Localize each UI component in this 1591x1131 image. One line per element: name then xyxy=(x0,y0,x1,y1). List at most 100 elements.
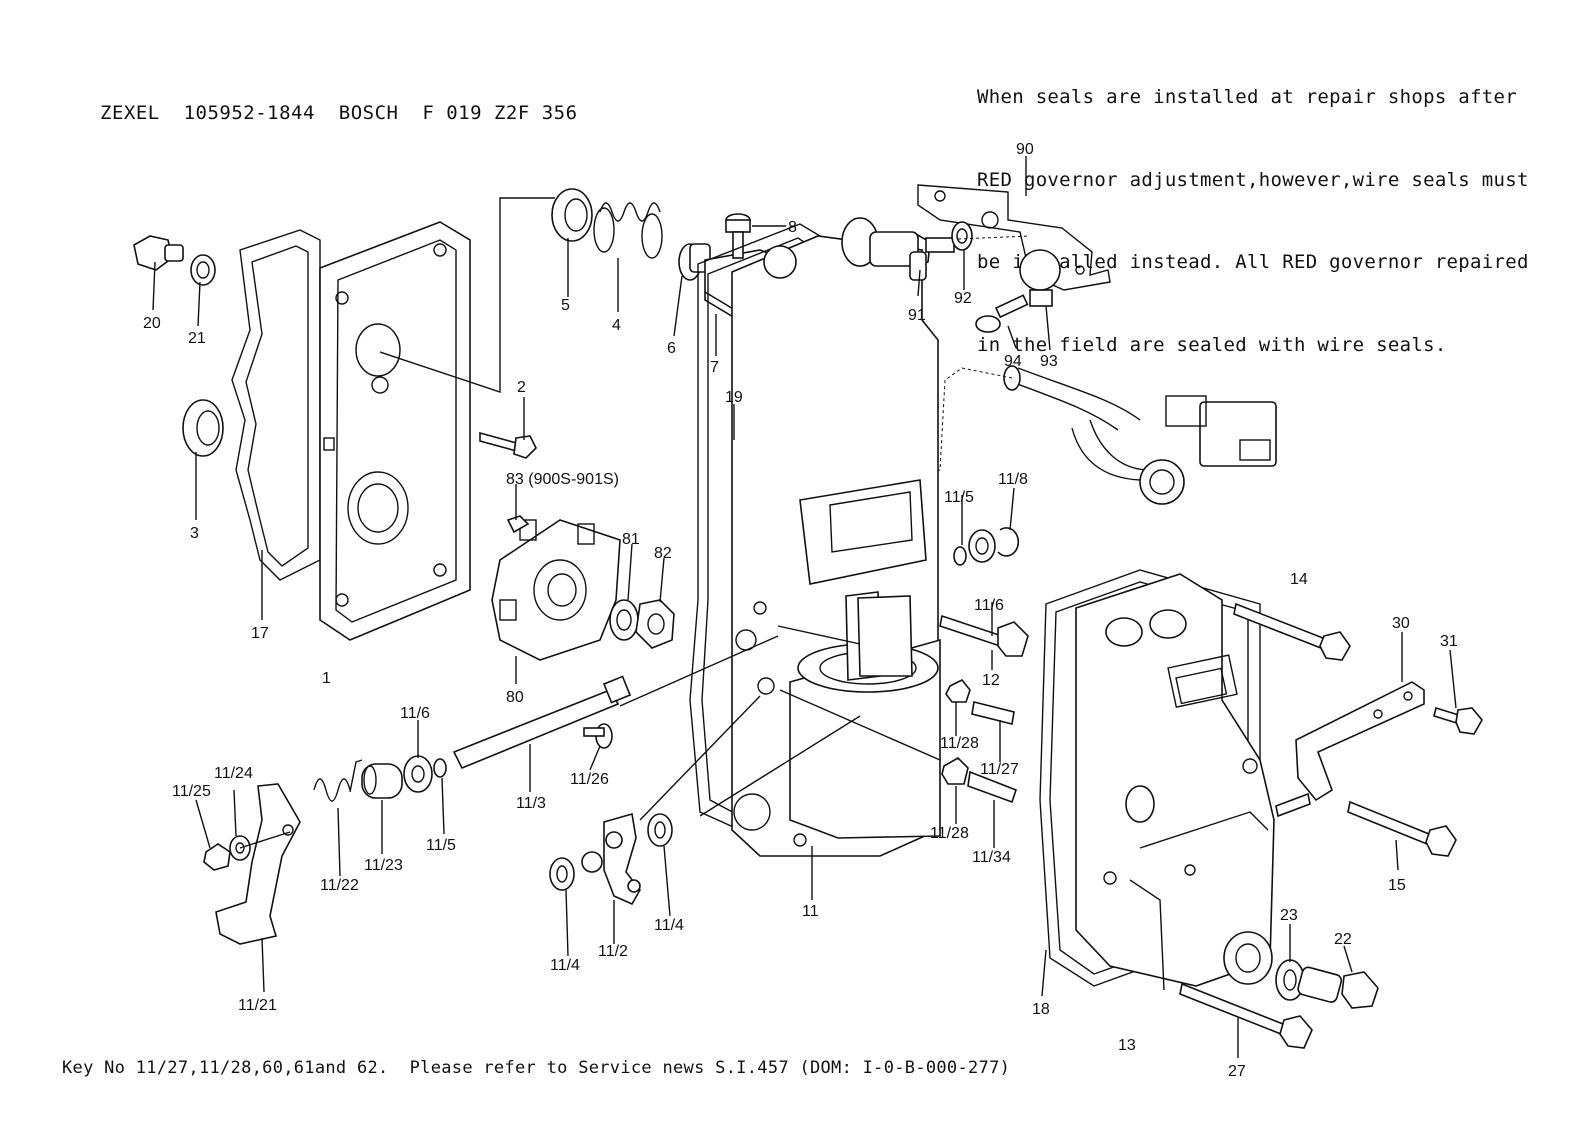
label-7: 7 xyxy=(710,359,719,376)
nut-11-28-lower xyxy=(941,757,969,785)
label-5: 5 xyxy=(561,297,570,314)
seal-3 xyxy=(182,399,224,457)
label-6: 6 xyxy=(667,340,676,357)
label-30: 30 xyxy=(1392,615,1410,632)
spring-11-22 xyxy=(313,759,363,802)
label-23: 23 xyxy=(1280,907,1298,924)
label-11-28-lower: 11/28 xyxy=(930,825,969,842)
label-11: 11 xyxy=(802,903,819,920)
label-2: 2 xyxy=(517,379,526,396)
label-11-5-lower: 11/5 xyxy=(426,837,456,854)
label-93: 93 xyxy=(1040,353,1058,370)
label-90: 90 xyxy=(1016,141,1034,158)
bracket-30 xyxy=(1295,681,1425,802)
label-11-21: 11/21 xyxy=(238,997,277,1014)
nut-11-28-upper xyxy=(945,678,971,703)
bolt-12 xyxy=(939,614,1029,657)
label-81: 81 xyxy=(622,531,640,548)
label-11-24: 11/24 xyxy=(214,765,253,782)
label-15: 15 xyxy=(1388,877,1406,894)
label-11-23: 11/23 xyxy=(364,857,403,874)
key-83 xyxy=(506,515,530,534)
label-1: 1 xyxy=(322,670,331,687)
label-92: 92 xyxy=(954,290,972,307)
gasket-17 xyxy=(231,229,321,581)
housing-cover-1 xyxy=(319,221,471,641)
label-27: 27 xyxy=(1228,1063,1246,1080)
label-21: 21 xyxy=(188,330,206,347)
wire-harness xyxy=(1003,365,1277,505)
seal-5 xyxy=(551,188,593,242)
label-12: 12 xyxy=(982,672,1000,689)
bushing-11-23 xyxy=(361,763,403,799)
label-8: 8 xyxy=(788,219,797,236)
label-20: 20 xyxy=(143,315,161,332)
cup-6 xyxy=(678,243,711,281)
label-80: 80 xyxy=(506,689,524,706)
screw-11-26 xyxy=(583,723,613,749)
o-ring-11-5-upper xyxy=(953,546,967,566)
label-31: 31 xyxy=(1440,633,1458,650)
model-header: ZEXEL 105952-1844 BOSCH F 019 Z2F 356 xyxy=(100,102,578,124)
label-11-3: 11/3 xyxy=(516,795,546,812)
screw-8 xyxy=(725,213,751,259)
plug-20 xyxy=(133,235,184,271)
label-83: 83 (900S-901S) xyxy=(506,471,619,488)
label-11-34: 11/34 xyxy=(972,849,1011,866)
bolt-2 xyxy=(479,431,537,459)
label-11-4-left: 11/4 xyxy=(550,957,580,974)
nut-11-25 xyxy=(203,843,231,871)
part-labels: 1 2 3 4 5 6 7 8 11 11/2 11/3 11/4 11/4 1… xyxy=(143,141,1458,1080)
o-ring-11-5-lower xyxy=(433,758,447,778)
footer-note: Key No 11/27,11/28,60,61and 62. Please r… xyxy=(62,1058,1011,1078)
washer-11-6-lower xyxy=(403,755,433,793)
label-82: 82 xyxy=(654,545,672,562)
bracket-90 xyxy=(917,184,1111,291)
label-11-26: 11/26 xyxy=(570,771,609,788)
shaft-11-3 xyxy=(452,675,632,770)
label-11-27: 11/27 xyxy=(980,761,1019,778)
bolt-14 xyxy=(1233,602,1351,661)
seal-note: When seals are installed at repair shops… xyxy=(977,29,1529,387)
label-94: 94 xyxy=(1004,353,1022,370)
clamp-93 xyxy=(1019,249,1061,307)
label-22: 22 xyxy=(1334,931,1352,948)
stud-11-34 xyxy=(967,770,1017,804)
label-91: 91 xyxy=(908,307,926,324)
label-11-28-upper: 11/28 xyxy=(940,735,979,752)
screw-94 xyxy=(975,294,1029,333)
label-14: 14 xyxy=(1290,571,1308,588)
bolt-31 xyxy=(1433,706,1483,735)
seal-note-line: in the field are sealed with wire seals. xyxy=(977,333,1447,356)
spring-4 xyxy=(593,202,663,259)
washer-11-8 xyxy=(968,527,1020,563)
bolt-15 xyxy=(1347,800,1457,857)
cover-13 xyxy=(1075,573,1275,987)
label-17: 17 xyxy=(251,625,269,642)
governor-housing-11 xyxy=(731,217,941,857)
bolt-27 xyxy=(1179,982,1313,1049)
label-11-22: 11/22 xyxy=(320,877,359,894)
label-11-8: 11/8 xyxy=(998,471,1028,488)
washer-11-4-right xyxy=(647,813,673,847)
seal-note-line: When seals are installed at repair shops… xyxy=(977,86,1517,108)
nut-82 xyxy=(635,599,675,649)
plug-22 xyxy=(1297,966,1379,1009)
label-11-6-upper: 11/6 xyxy=(974,597,1004,614)
washer-11-4-left xyxy=(549,857,575,891)
washer-92 xyxy=(951,221,973,251)
seal-note-line: RED governor adjustment,however,wire sea… xyxy=(977,168,1529,191)
label-3: 3 xyxy=(190,525,199,542)
lever-11-2 xyxy=(581,812,641,906)
washer-81 xyxy=(609,599,639,641)
lever-11-21 xyxy=(215,783,301,945)
label-11-2: 11/2 xyxy=(598,943,628,960)
label-11-4-right: 11/4 xyxy=(654,917,684,934)
washer-21 xyxy=(190,254,216,286)
label-11-25: 11/25 xyxy=(172,783,211,800)
stud-11-27 xyxy=(971,701,1015,725)
label-11-6-lower: 11/6 xyxy=(400,705,430,722)
label-13: 13 xyxy=(1118,1037,1136,1054)
leader-lines xyxy=(152,156,1457,1058)
